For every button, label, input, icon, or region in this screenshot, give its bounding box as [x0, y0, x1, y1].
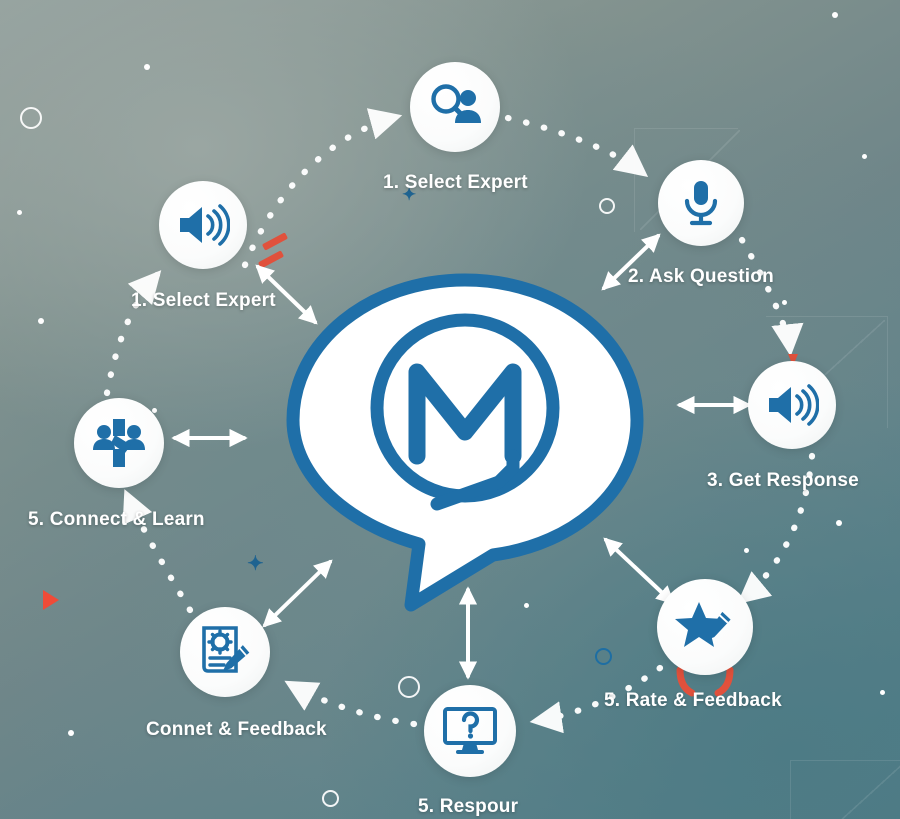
node-select-expert-top[interactable] [410, 62, 500, 152]
dot-decoration [782, 300, 787, 305]
dot-decoration [152, 408, 157, 413]
dot-decoration [744, 548, 749, 553]
node-rate-feedback[interactable] [657, 579, 753, 675]
dot-decoration [836, 520, 842, 526]
dot-decoration [524, 603, 529, 608]
label-select-expert-top: 1. Select Expert [383, 172, 528, 193]
center-speech-bubble-m-logo[interactable] [285, 272, 645, 612]
dot-decoration [880, 690, 885, 695]
red-slash-mark [257, 250, 285, 269]
dot-decoration [38, 318, 44, 324]
red-triangle-marker [43, 590, 59, 610]
dotted-arc-top-to-ask [504, 114, 649, 177]
monitor-question-icon [442, 706, 498, 756]
star-pencil-icon [675, 599, 735, 655]
background-frame-diagonal [795, 762, 900, 819]
speech-bubble-shape [286, 273, 644, 612]
dot-decoration [832, 12, 838, 18]
node-respour[interactable] [424, 685, 516, 777]
microphone-icon [679, 177, 723, 229]
node-get-response[interactable] [748, 361, 836, 449]
dot-decoration [17, 210, 22, 215]
background-frame-line [634, 128, 738, 232]
label-respour: 5. Respour [418, 796, 519, 817]
label-connet-feedback: Connet & Feedback [146, 719, 327, 740]
document-gear-pencil-icon [198, 625, 252, 679]
node-select-expert-left[interactable] [159, 181, 247, 269]
white-ring-decoration [398, 676, 420, 698]
white-ring-decoration [20, 107, 42, 129]
label-ask-question: 2. Ask Question [628, 266, 774, 287]
logo-tail-stroke [430, 475, 506, 511]
label-get-response: 3. Get Response [707, 470, 859, 491]
label-rate-feedback: 5. Rate & Feedback [604, 690, 782, 711]
dot-decoration [862, 154, 867, 159]
node-connect-learn[interactable] [74, 398, 164, 488]
node-connet-feedback[interactable] [180, 607, 270, 697]
people-network-icon [91, 417, 147, 469]
dot-decoration [68, 730, 74, 736]
red-slash-mark [261, 232, 289, 251]
white-ring-decoration [599, 198, 615, 214]
logo-letter-m [408, 363, 522, 465]
background-frame-line [766, 316, 888, 428]
white-ring-decoration [322, 790, 339, 807]
node-ask-question[interactable] [658, 160, 744, 246]
logo-tail-connector [492, 449, 520, 489]
magnifier-person-icon [427, 81, 483, 133]
dotted-arc-respour-to-connet [284, 680, 418, 728]
blue-four-point-star-icon: ✦ [402, 185, 417, 204]
speaker-sound-icon [765, 383, 819, 427]
label-select-expert-left: 1. Select Expert [131, 290, 276, 311]
speaker-sound-icon [176, 203, 230, 247]
label-connect-learn: 5. Connect & Learn [28, 509, 205, 530]
blue-four-point-star-icon: ✦ [247, 553, 264, 575]
background-frame-line [790, 760, 900, 819]
dot-decoration [144, 64, 150, 70]
blue-ring-decoration [595, 648, 612, 665]
